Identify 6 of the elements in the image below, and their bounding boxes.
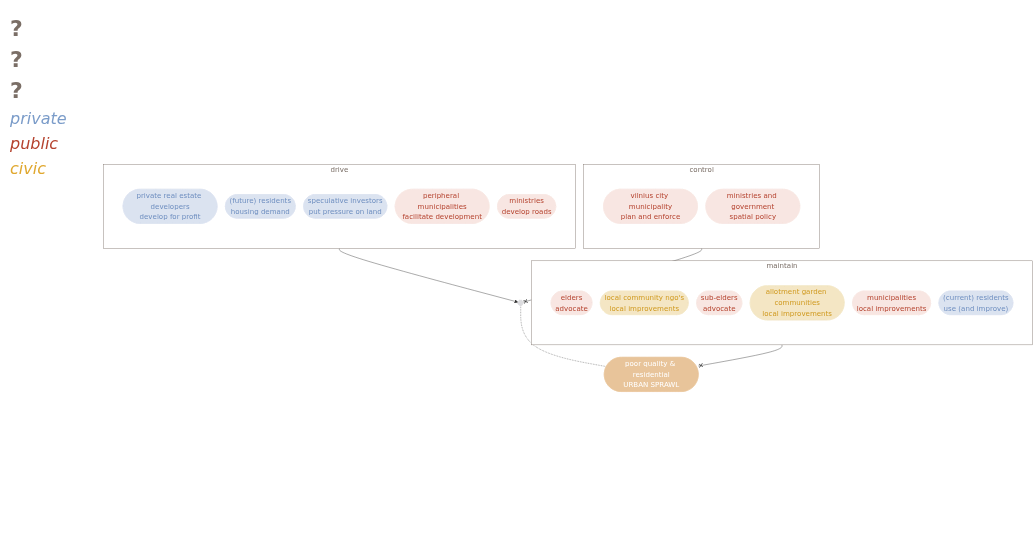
legend-entry: public (10, 134, 60, 153)
question-mark-note: ? (10, 47, 24, 72)
question-mark-note: ? (10, 16, 24, 41)
legend-entry: private (10, 109, 68, 128)
legend-entry: civic (10, 159, 47, 178)
question-mark-note: ? (10, 78, 24, 103)
